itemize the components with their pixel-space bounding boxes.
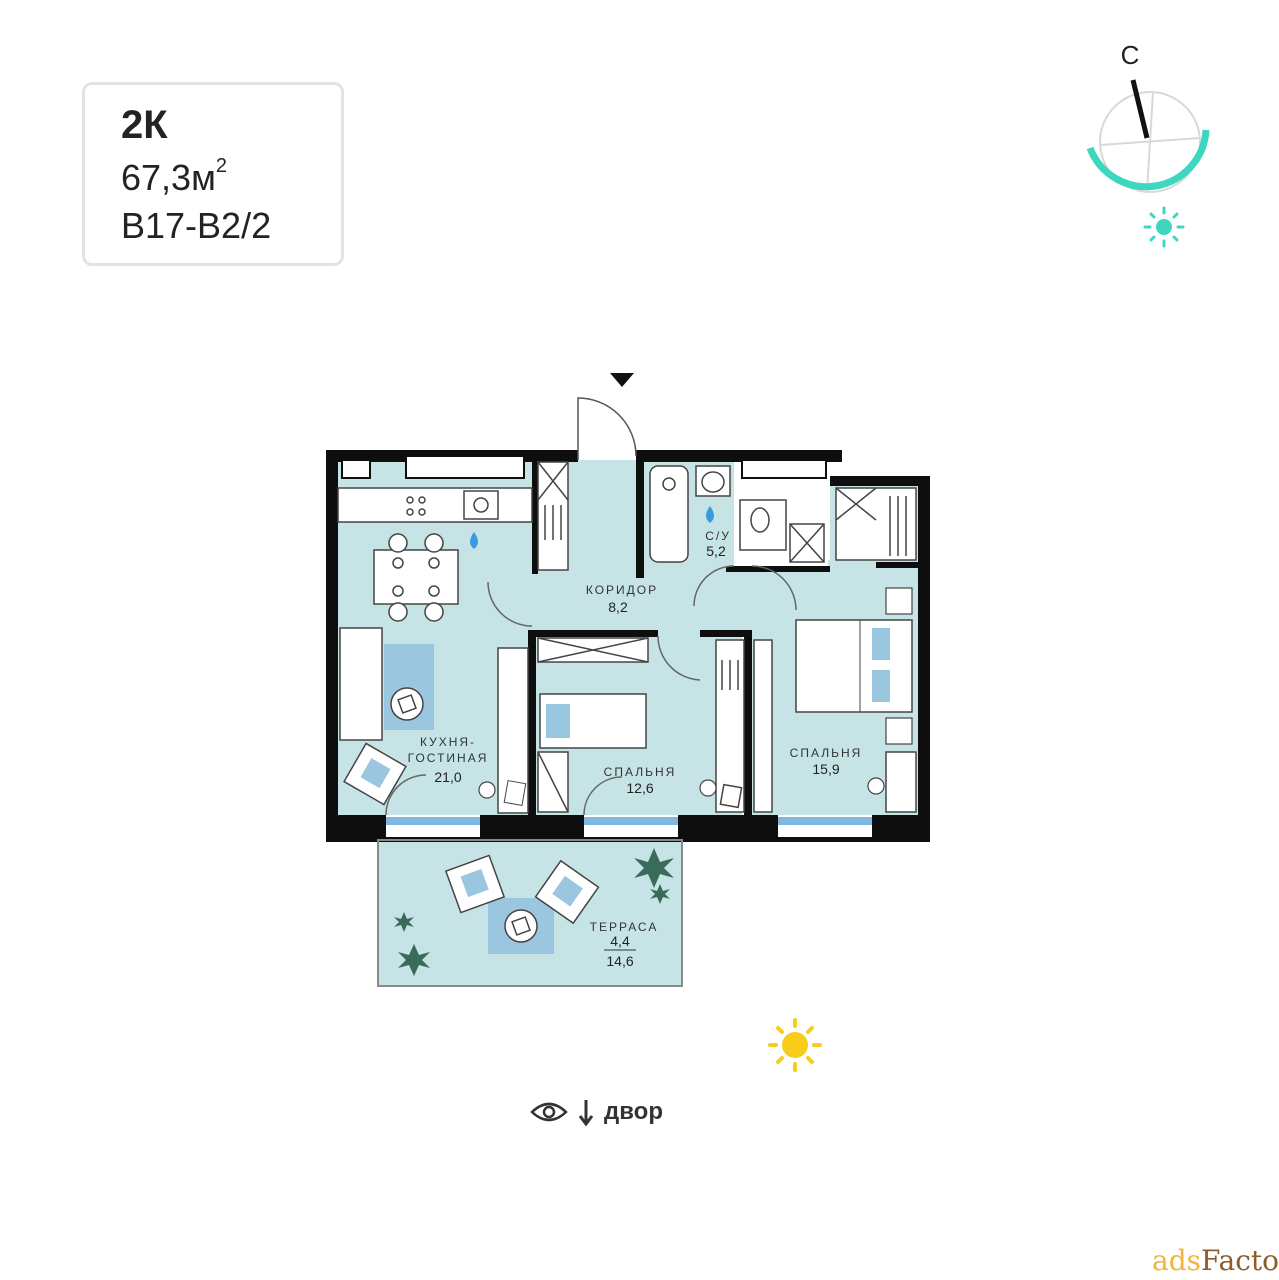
corridor-label: КОРИДОР xyxy=(586,583,658,597)
water-drop-icon xyxy=(470,532,478,549)
room-labels: КУХНЯ- ГОСТИНАЯ 21,0 КОРИДОР 8,2 С/У 5,2… xyxy=(408,529,863,969)
bedroom1-area: 12,6 xyxy=(626,780,653,796)
apartment-area: 67,3м2 xyxy=(121,155,227,198)
compass-needle xyxy=(1130,79,1150,139)
corridor-area: 8,2 xyxy=(608,599,628,615)
bathroom-door xyxy=(693,565,735,607)
kitchen-balcony-door xyxy=(385,774,427,816)
terrace-label: ТЕРРАСА xyxy=(590,920,659,934)
kitchen-counter xyxy=(337,487,533,523)
single-bed xyxy=(539,693,647,749)
compass-ring xyxy=(1099,91,1201,193)
compass-north-label: С xyxy=(1121,40,1140,70)
bedroom2-label: СПАЛЬНЯ xyxy=(790,746,863,760)
bedroom2-wardrobe xyxy=(835,487,917,561)
bathtub xyxy=(649,465,689,563)
info-card: 2К 67,3м2 B17-B2/2 xyxy=(82,82,344,266)
entrance-arrow-icon xyxy=(610,373,634,387)
bedroom1-label: СПАЛЬНЯ xyxy=(604,765,677,779)
bedroom2-area: 15,9 xyxy=(812,761,839,777)
plant-icon xyxy=(394,848,674,976)
bathroom-label: С/У xyxy=(705,529,731,543)
compass: С xyxy=(1086,40,1210,193)
windows xyxy=(341,455,872,837)
entrance-door xyxy=(577,397,637,460)
sun-small-icon xyxy=(1143,206,1185,248)
kitchen-door xyxy=(487,581,533,627)
bedroom2-shelf xyxy=(753,639,773,813)
bedroom2-door xyxy=(751,565,797,611)
dining-table xyxy=(373,533,459,622)
arrow-down-icon xyxy=(578,1100,594,1126)
bedroom1-door xyxy=(657,635,701,681)
water-drop-icon-bathroom xyxy=(706,506,714,523)
bedroom2-desk xyxy=(885,751,917,813)
kitchen-label-line2: ГОСТИНАЯ xyxy=(408,751,489,765)
apartment-type: 2К xyxy=(121,103,168,147)
terrace-outline xyxy=(377,839,683,987)
kitchen-label-line1: КУХНЯ- xyxy=(420,735,476,749)
apartment-code: B17-B2/2 xyxy=(121,205,272,246)
eye-icon xyxy=(530,1102,568,1122)
kitchen-area: 21,0 xyxy=(434,769,461,785)
terrace-area-full: 14,6 xyxy=(606,953,633,969)
toilet xyxy=(739,499,787,551)
bedroom1-wardrobe-2 xyxy=(715,639,745,813)
view-label: двор xyxy=(604,1098,663,1125)
washbasin xyxy=(695,465,731,497)
view-direction: двор xyxy=(530,1094,663,1130)
watermark-logo: adsFactory xyxy=(1152,1244,1279,1277)
compass-sun-arc xyxy=(1086,129,1210,191)
sofa xyxy=(339,627,434,741)
shower xyxy=(789,523,825,563)
terrace-furniture xyxy=(444,854,600,954)
bedroom1-wardrobe xyxy=(537,637,649,663)
double-bed xyxy=(795,587,913,745)
armchair xyxy=(343,742,407,806)
terrace-area-reduced: 4,4 xyxy=(610,933,630,949)
sun-icon xyxy=(768,1018,822,1072)
corridor-wardrobe xyxy=(537,461,569,571)
bathroom-area: 5,2 xyxy=(706,543,726,559)
